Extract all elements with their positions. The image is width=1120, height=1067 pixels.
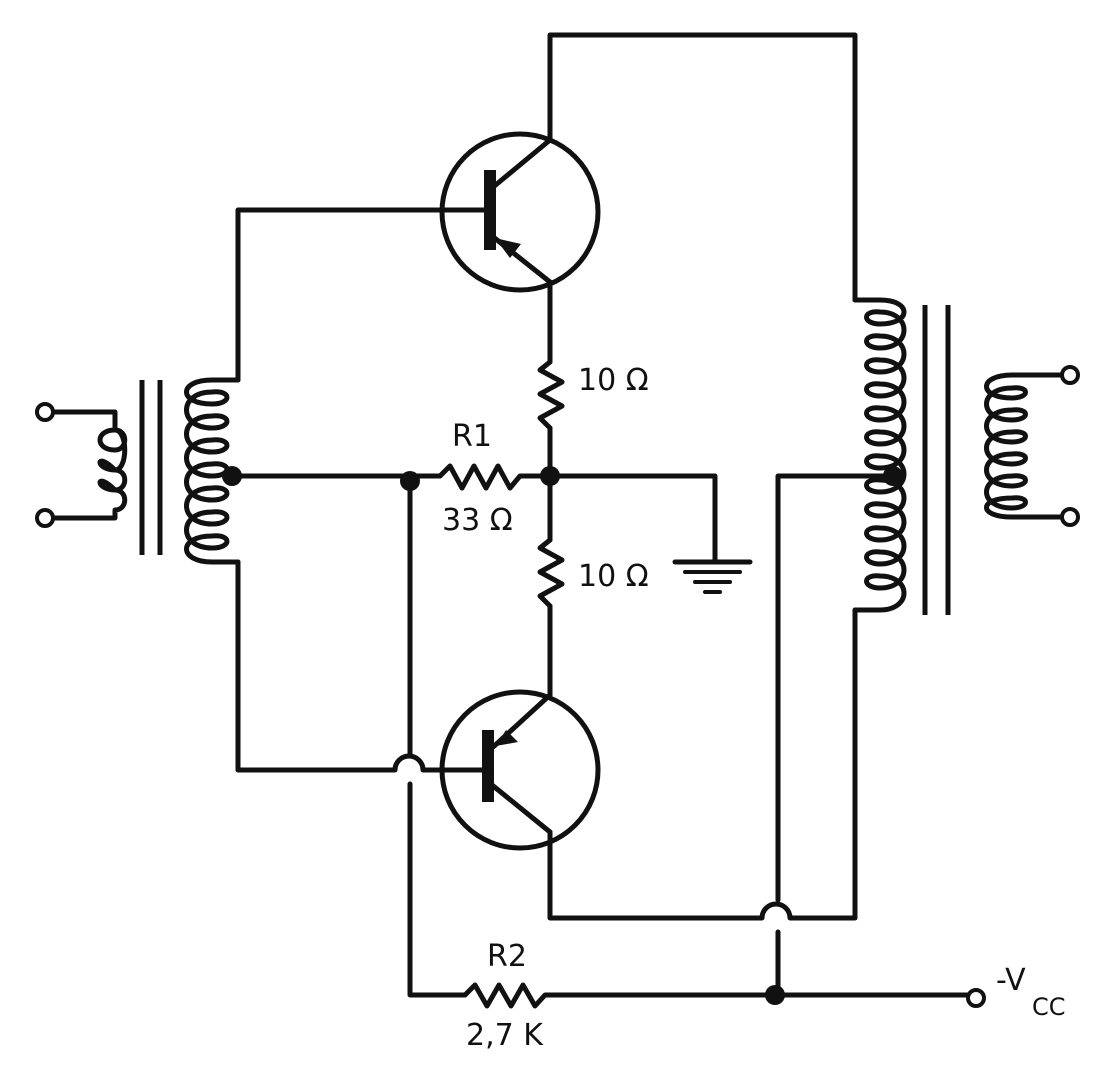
resistor-top	[537, 359, 565, 431]
input-primary-coil	[45, 409, 128, 521]
output-terminal-bottom[interactable]	[1060, 507, 1080, 527]
lower-transistor	[439, 689, 601, 851]
ground-icon	[672, 559, 753, 594]
resistor-bottom	[537, 537, 565, 609]
resistor-r2	[462, 982, 778, 1009]
junction-vcc	[765, 985, 785, 1005]
label-r2-value: 2,7 K	[466, 1018, 544, 1053]
lower-transistor-collector	[489, 782, 553, 835]
label-vcc-sub: CC	[1032, 993, 1066, 1021]
wire-upper-base	[235, 207, 491, 383]
wire-top-collector	[547, 32, 858, 303]
input-terminal-bottom[interactable]	[35, 508, 55, 528]
output-terminal-top[interactable]	[1060, 365, 1080, 385]
junction-output-center-tap	[883, 466, 903, 486]
resistor-r1	[437, 463, 553, 491]
input-transformer	[35, 377, 241, 565]
output-secondary-coil	[984, 372, 1069, 520]
label-r2-name: R2	[487, 939, 527, 974]
upper-transistor-collector	[489, 137, 553, 191]
wire-output-center-tap	[775, 473, 896, 903]
label-r1-value: 33 Ω	[442, 503, 513, 538]
wiring	[229, 32, 971, 1009]
vcc-terminal[interactable]	[966, 988, 986, 1008]
output-transformer	[852, 297, 1080, 615]
lower-transistor-emitter-arrow	[496, 730, 518, 746]
wire-to-ground	[547, 473, 718, 563]
label-vcc: -V	[996, 963, 1026, 998]
label-r-bottom-value: 10 Ω	[578, 559, 649, 594]
output-primary-coil	[852, 297, 907, 613]
junction-input-center-tap	[222, 466, 242, 486]
wire-lower-collector	[547, 607, 858, 921]
junction-r1-left	[400, 471, 420, 491]
label-r-top-value: 10 Ω	[578, 363, 649, 398]
upper-transistor-emitter-arrow	[495, 238, 521, 258]
input-terminal-top[interactable]	[35, 402, 55, 422]
wire-bias-vertical-lower	[407, 781, 468, 998]
junction-center	[540, 466, 560, 486]
label-r1-name: R1	[452, 419, 492, 454]
